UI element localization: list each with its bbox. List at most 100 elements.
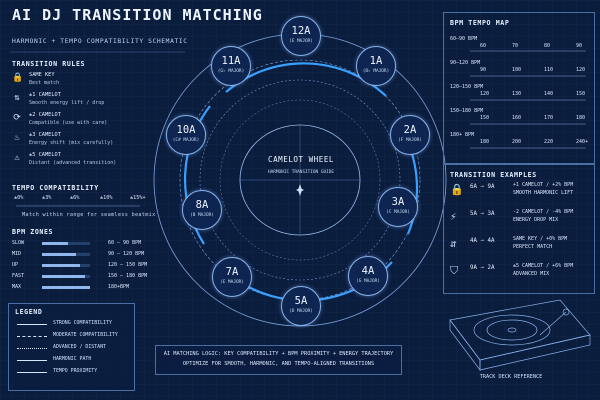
bpm-zone-bar [42, 286, 90, 289]
legend-item: STRONG COMPATIBILITY [17, 320, 135, 329]
transition-rule: ⇅ ±1 CAMELOT Smooth energy lift / drop [12, 92, 182, 112]
wheel-key-node: 2A (F MAJOR) [390, 115, 430, 155]
legend-item: HARMONIC PATH [17, 356, 135, 365]
transition-example: ⚡ 5A → 3A -2 CAMELOT / -4% BPM ENERGY DR… [448, 209, 590, 231]
transition-example: ⛉ 9A → 2A ±5 CAMELOT / +6% BPM ADVANCED … [448, 263, 590, 285]
wheel-key-node: 5A (D MAJOR) [281, 286, 321, 326]
tempo-val: ±3% [42, 195, 52, 201]
wheel-subtitle: HARMONIC TRANSITION GUIDE [267, 170, 335, 175]
lock-icon: 🔒 [450, 183, 464, 196]
turntable-illustration [449, 299, 591, 372]
bpm-map-label: 150–180 BPM [450, 108, 484, 114]
bpm-map-tick: 220 [544, 139, 554, 145]
logic-line-2: OPTIMIZE FOR SMOOTH, HARMONIC, AND TEMPO… [182, 361, 375, 367]
bpm-map-tick: 240+ [576, 139, 589, 145]
wheel-key-node: 8A (B MAJOR) [182, 190, 222, 230]
wheel-key-node: 1A (B♭ MAJOR) [356, 46, 396, 86]
bpm-tempo-map-panel: BPM TEMPO MAP [443, 12, 595, 164]
bpm-map-tick: 120 [576, 67, 586, 73]
deck-caption: TRACK DECK REFERENCE [479, 374, 543, 380]
wheel-mode: (B MAJOR) [190, 213, 214, 218]
wheel-mode: (G♭ MAJOR) [217, 69, 245, 74]
bpm-zone-fill [42, 242, 69, 245]
rule-desc: Compatible (use with care) [29, 120, 108, 126]
bpm-zone-bar [42, 242, 90, 245]
wheel-mode: (F MAJOR) [398, 138, 422, 143]
bpm-zone-row: SLOW 60 – 90 BPM [12, 240, 172, 249]
lock-icon: 🔒 [12, 73, 24, 83]
page-title: AI DJ TRANSITION MATCHING [12, 6, 263, 24]
tempo-note: Match within range for seamless beatmix [22, 212, 156, 218]
bpm-map-tick: 60 [480, 43, 487, 49]
wheel-key-node: 12A (E MAJOR) [281, 16, 321, 56]
bpm-map-heading: BPM TEMPO MAP [450, 19, 510, 27]
wheel-key-node: 7A (E MAJOR) [212, 257, 252, 297]
bpm-zone-range: 90 – 120 BPM [108, 251, 145, 257]
bpm-zone-bar [42, 275, 90, 278]
bpm-zone-name: MID [12, 251, 22, 257]
warning-icon: ⚠ [14, 153, 20, 163]
rule-label: ±3 CAMELOT [29, 132, 61, 138]
transition-rule: 🔒 SAME KEY Best match [12, 72, 182, 92]
bpm-zone-range: 180+BPM [108, 284, 130, 290]
tempo-val: ±6% [70, 195, 80, 201]
wheel-mode: (C MAJOR) [386, 210, 410, 215]
bpm-map-tick: 170 [544, 115, 554, 121]
lightning-icon: ⚡ [450, 210, 457, 223]
rule-desc: Smooth energy lift / drop [29, 100, 105, 106]
wheel-mode: (G MAJOR) [356, 279, 380, 284]
wheel-title: CAMELOT WHEEL [268, 155, 334, 164]
wheel-key: 12A [291, 25, 311, 37]
rule-label: ±2 CAMELOT [29, 112, 61, 118]
transition-rule: ⚠ ±5 CAMELOT Distant (advanced transitio… [12, 152, 182, 172]
wheel-key: 7A [225, 266, 239, 278]
bpm-map-tick: 130 [512, 91, 522, 97]
bpm-map-tick: 160 [512, 115, 522, 121]
example-pair: 9A → 2A [470, 265, 495, 271]
tempo-compat-scale: ±0% ±3% ±6% ±10% ±15%+ [14, 195, 154, 203]
example-detail: +1 CAMELOT / +2% BPM [513, 182, 574, 188]
bpm-zone-name: FAST [12, 273, 25, 279]
bpm-zone-fill [42, 286, 90, 289]
tempo-val: ±0% [14, 195, 24, 201]
bpm-map-tick: 180 [576, 115, 586, 121]
example-pair: 5A → 3A [470, 211, 495, 217]
bpm-zone-name: SLOW [12, 240, 25, 246]
wheel-mode: (B♭ MAJOR) [362, 69, 390, 74]
bpm-map-tick: 150 [480, 115, 490, 121]
wheel-key-node: 4A (G MAJOR) [348, 256, 388, 296]
transition-rules-heading: TRANSITION RULES [12, 60, 86, 68]
tempo-val: ±15%+ [130, 195, 146, 201]
example-pair: 6A → 9A [470, 184, 495, 190]
bpm-zone-row: MAX 180+BPM [12, 284, 172, 293]
legend-item: ADVANCED / DISTANT [17, 344, 135, 353]
example-result: PERFECT MATCH [513, 244, 553, 250]
bpm-zone-name: UP [12, 262, 19, 268]
legend-item: TEMPO PROXIMITY [17, 368, 135, 377]
rule-label: ±1 CAMELOT [29, 92, 61, 98]
rule-desc: Best match [29, 80, 60, 86]
bpm-map-tick: 90 [480, 67, 487, 73]
shield-icon: ⛉ [450, 264, 459, 277]
bpm-map-tick: 200 [512, 139, 522, 145]
wheel-mode: (E MAJOR) [220, 280, 244, 285]
bpm-zone-range: 150 – 180 BPM [108, 273, 148, 279]
bpm-map-ticks: 150 160 170 180 [480, 115, 586, 129]
bpm-map-label: 120–150 BPM [450, 84, 484, 90]
wheel-key: 3A [391, 196, 405, 208]
ai-logic-box: AI MATCHING LOGIC: KEY COMPATIBILITY + B… [155, 345, 402, 375]
wheel-key-node: 10A (C# MAJOR) [166, 115, 206, 155]
bpm-zone-row: MID 90 – 120 BPM [12, 251, 172, 260]
wheel-key-node: 11A (G♭ MAJOR) [211, 46, 251, 86]
rule-desc: Energy shift (mix carefully) [29, 140, 114, 146]
wheel-key: 5A [294, 295, 308, 307]
wheel-mode: (D MAJOR) [289, 309, 313, 314]
bpm-zone-fill [42, 253, 76, 256]
